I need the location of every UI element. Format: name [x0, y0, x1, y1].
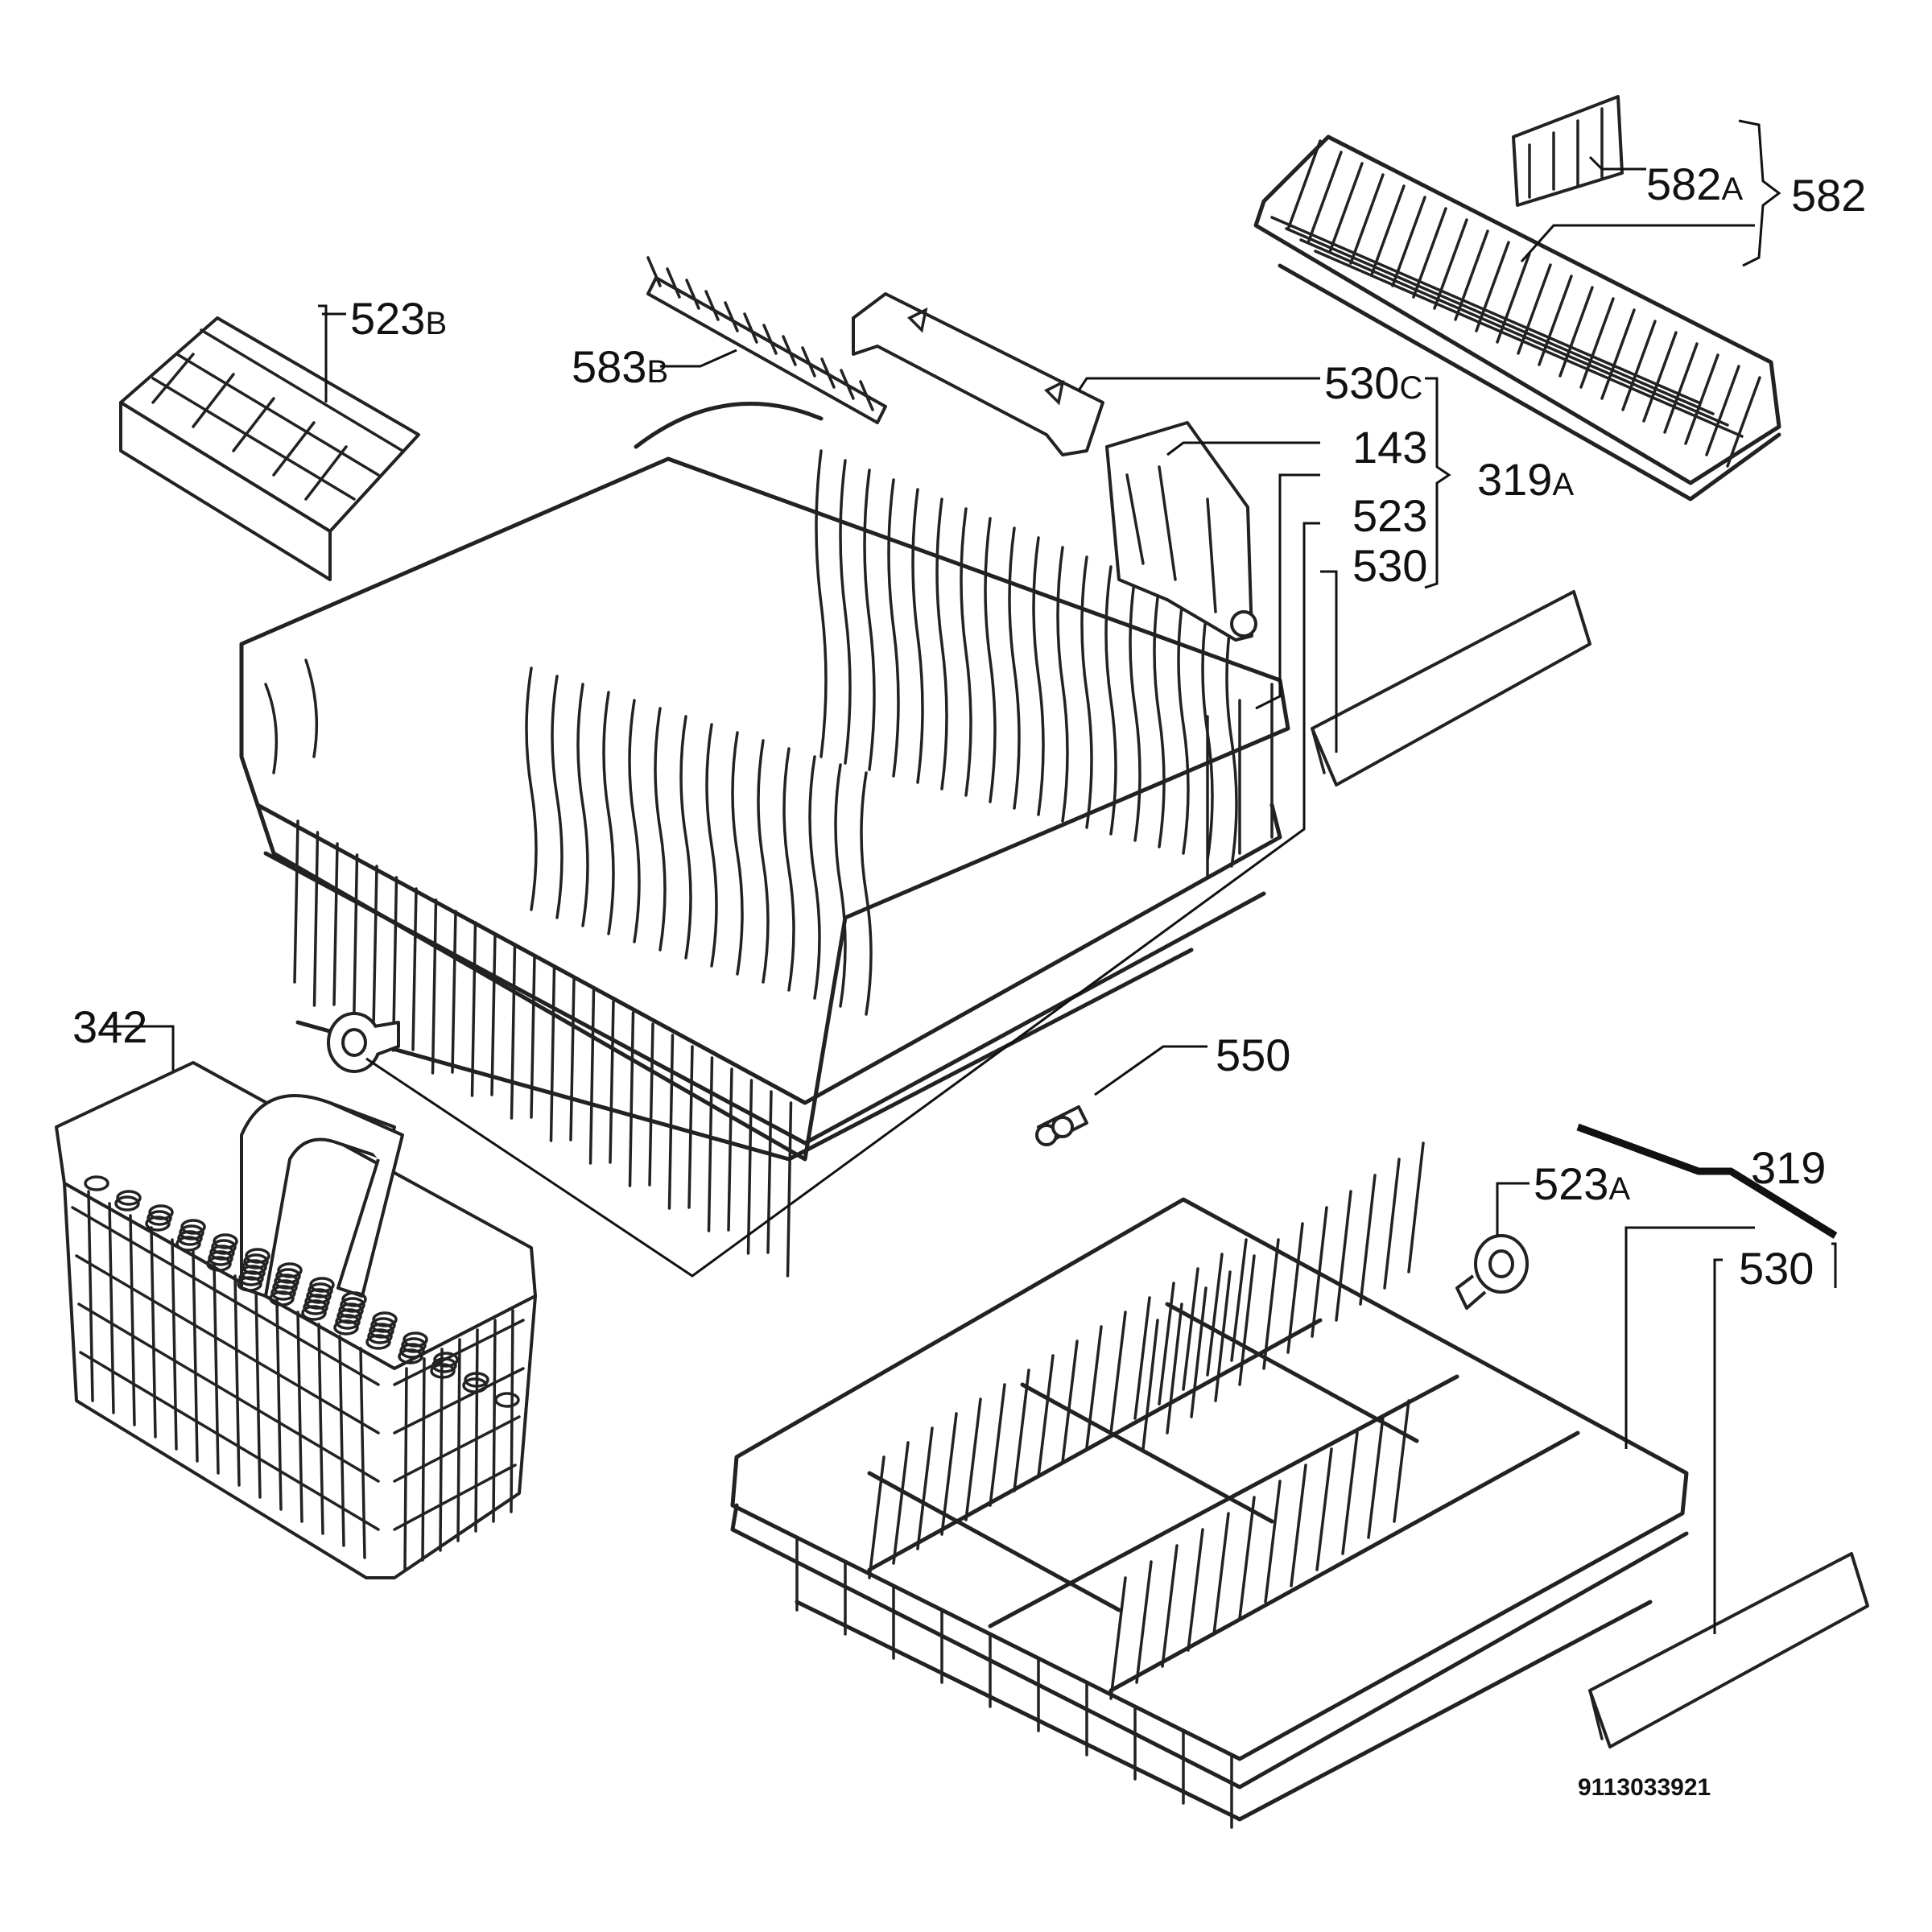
- label-319A: 319A: [1477, 454, 1574, 505]
- label-523A: 523A: [1534, 1158, 1630, 1209]
- bracket-143: [1105, 421, 1257, 642]
- label-319: 319: [1751, 1142, 1826, 1193]
- label-530-upper: 530: [1352, 540, 1427, 591]
- rail-530-upper: [1311, 590, 1591, 786]
- label-583B: 583B: [572, 341, 668, 392]
- rail-530-lower: [1588, 1552, 1869, 1748]
- label-530C: 530C: [1324, 357, 1422, 408]
- upper-basket: [239, 402, 1290, 1278]
- small-basket-582: [1253, 95, 1781, 502]
- label-550: 550: [1216, 1030, 1290, 1080]
- label-582A: 582A: [1646, 159, 1743, 209]
- handle-530C: [852, 292, 1104, 456]
- label-342: 342: [72, 1001, 147, 1052]
- wheel-upper: [327, 1012, 400, 1073]
- document-number: 9113033921: [1578, 1774, 1711, 1801]
- pin-550: [1035, 1105, 1088, 1146]
- label-582: 582: [1791, 170, 1866, 221]
- label-143: 143: [1352, 422, 1427, 473]
- label-523B: 523B: [350, 293, 447, 344]
- wheel-523A: [1455, 1234, 1529, 1310]
- cup-shelf-523B: [119, 316, 420, 581]
- comb-583B: [646, 256, 887, 424]
- lower-basket: [730, 1141, 1689, 1829]
- leader-lines: [105, 119, 1838, 1634]
- label-523: 523: [1352, 490, 1427, 541]
- cutlery-basket-342: [55, 1061, 537, 1579]
- label-530-lower: 530: [1739, 1243, 1814, 1294]
